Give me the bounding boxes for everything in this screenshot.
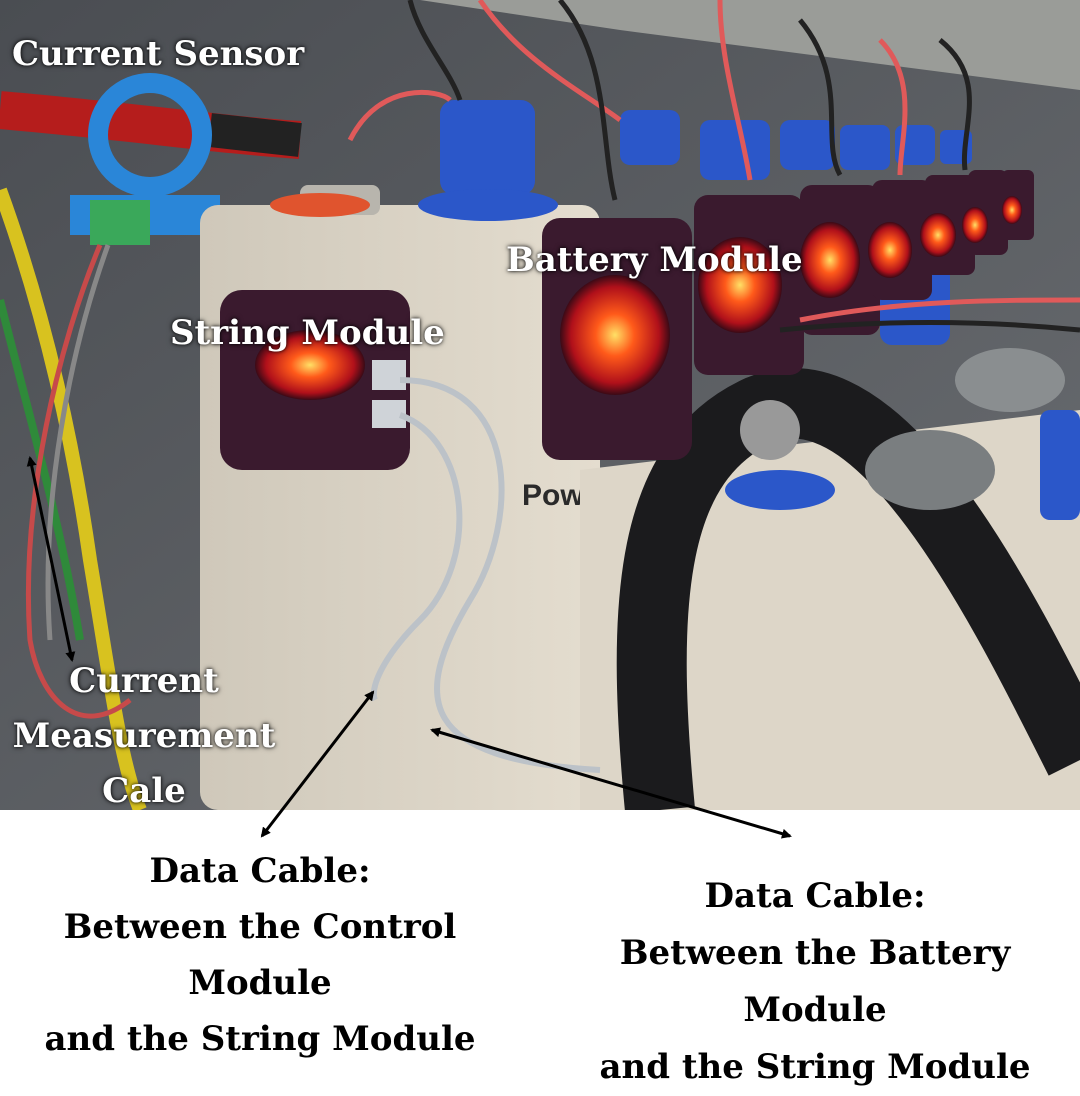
data-cable-control	[370, 412, 463, 702]
cmc-line-1: Current	[69, 661, 219, 701]
caption-left-line-2: Between the Control	[63, 907, 457, 947]
caption-right-line-1: Data Cable:	[704, 876, 926, 916]
battery-modules	[542, 170, 1034, 460]
current-sensor-label: Current Sensor	[12, 34, 305, 74]
current-measurement-cable-label: Current Measurement Cale	[12, 654, 276, 819]
caption-control-to-string: Data Cable: Between the Control Module a…	[40, 843, 480, 1067]
sense-wires	[347, 0, 1080, 333]
ground-cable	[0, 187, 147, 810]
battery-room-photo: PowerS	[0, 0, 1080, 810]
caption-left-line-3: Module	[188, 963, 332, 1003]
string-module	[220, 290, 410, 470]
caption-right-line-2: Between the Battery Module	[619, 933, 1011, 1030]
caption-panel	[0, 810, 1080, 1080]
cmc-line-2: Measurement	[12, 716, 276, 756]
caption-right-line-3: and the String Module	[599, 1047, 1031, 1087]
battery-module-label: Battery Module	[506, 240, 803, 280]
caption-battery-to-string: Data Cable: Between the Battery Module a…	[550, 868, 1080, 1096]
cmc-line-3: Cale	[102, 771, 186, 811]
current-sensor	[70, 73, 220, 245]
caption-left-line-1: Data Cable:	[149, 851, 371, 891]
caption-left-line-4: and the String Module	[44, 1019, 476, 1059]
string-module-label: String Module	[170, 313, 445, 353]
ceiling	[420, 0, 1080, 90]
